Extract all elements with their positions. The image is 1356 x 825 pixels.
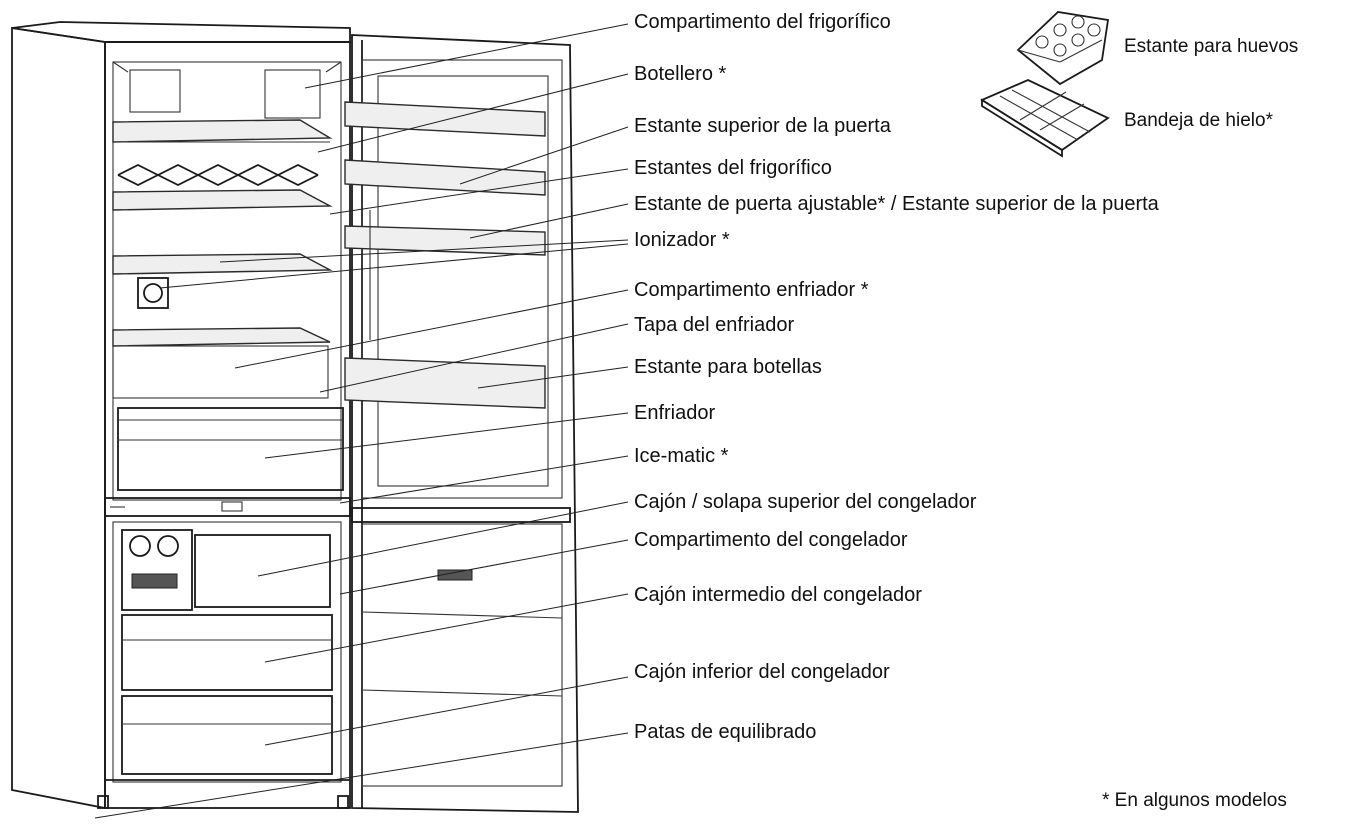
label-compartimento-congelador: Compartimento del congelador [634,529,908,551]
label-patas-equilibrado: Patas de equilibrado [634,721,817,743]
label-compartimento-enfriador: Compartimento enfriador * [634,279,869,301]
footnote: * En algunos modelos [1102,790,1287,811]
ice-tray-illustration [980,79,1110,158]
label-estante-puerta-ajustable: Estante de puerta ajustable* / Estante s… [634,193,1159,215]
label-cajon-intermedio-congelador: Cajón intermedio del congelador [634,584,922,606]
label-cajon-inferior-congelador: Cajón inferior del congelador [634,661,890,683]
label-compartimento-frigorifico: Compartimento del frigorífico [634,11,891,33]
label-ionizador: Ionizador * [634,229,730,251]
egg-shelf-illustration [1016,11,1110,86]
fridge-door [344,34,579,813]
leader-lines [94,23,629,819]
label-enfriador: Enfriador [634,402,716,424]
label-estante-huevos: Estante para huevos [1124,36,1299,57]
label-tapa-enfriador: Tapa del enfriador [634,314,795,336]
label-estante-botellas: Estante para botellas [634,356,822,378]
label-botellero: Botellero * [634,63,727,85]
label-estante-superior-puerta: Estante superior de la puerta [634,115,891,137]
fridge-cabinet [11,21,351,810]
label-ice-matic: Ice-matic * [634,445,729,467]
label-estantes-frigorifico: Estantes del frigorífico [634,157,832,179]
label-cajon-solapa-superior-congelador: Cajón / solapa superior del congelador [634,491,977,513]
label-bandeja-hielo: Bandeja de hielo* [1124,110,1273,131]
